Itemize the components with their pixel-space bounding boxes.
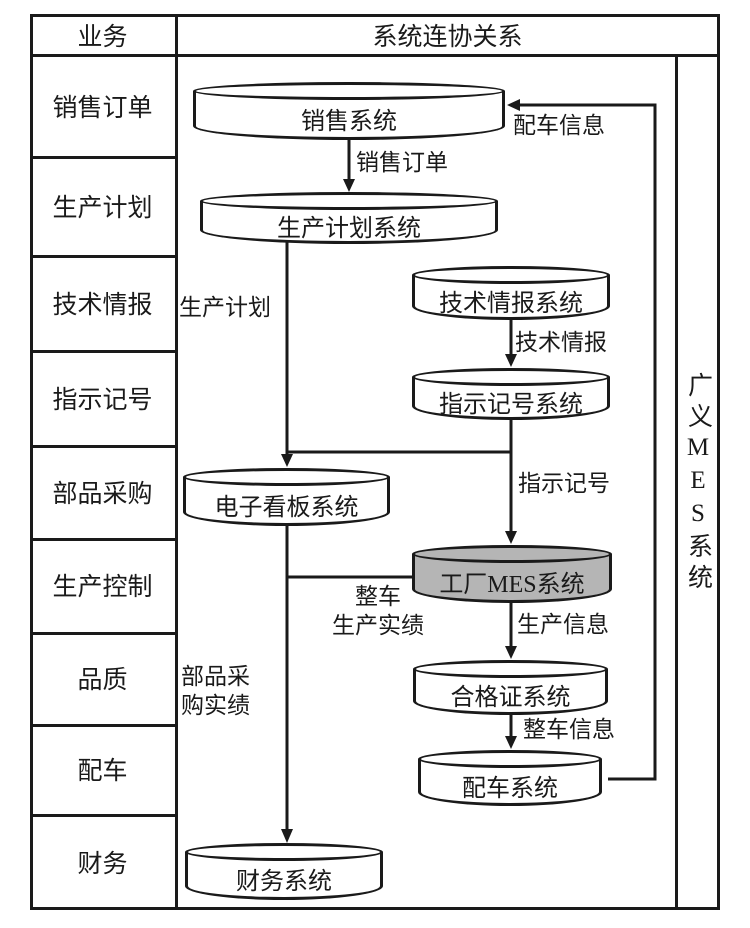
flow-label-tech-info: 技术情报 <box>515 330 607 355</box>
production-plan-system-label: 生产计划系统 <box>277 215 421 242</box>
table-outer-border <box>30 14 720 910</box>
header-system-relations: 系统连协关系 <box>372 24 523 51</box>
flow-label-parts-procurement-results: 部品采 购实绩 <box>181 663 250 721</box>
broad-mes-system-label: 广义MES系统 <box>684 371 712 595</box>
flow-label-vehicle-production-results: 整车 生产实绩 <box>320 583 436 641</box>
flow-label-line: 生产实绩 <box>332 612 424 638</box>
flow-label-production-info: 生产信息 <box>517 612 609 637</box>
broad-mes-system-cell: 广义MES系统 <box>675 56 720 910</box>
row-divider-line <box>30 445 178 448</box>
e-kanban-system-label: 电子看板系统 <box>214 494 359 521</box>
factory-mes-system-label: 工厂MES系统 <box>439 571 585 598</box>
cylinder-top <box>193 82 505 100</box>
cylinder-top <box>418 750 602 768</box>
header-business: 业务 <box>77 24 128 51</box>
certificate-system-label: 合格证系统 <box>450 685 571 711</box>
cylinder-top <box>412 368 610 386</box>
flow-label-production-plan: 生产计划 <box>179 295 271 320</box>
row-label-production-control: 生产控制 <box>52 574 153 601</box>
factory-mes-system-node: 工厂MES系统 <box>412 545 612 603</box>
flow-label-vehicle-alloc-info: 配车信息 <box>513 113 605 138</box>
e-kanban-system-node: 电子看板系统 <box>183 468 390 526</box>
cylinder-top <box>185 843 383 861</box>
certificate-system-node: 合格证系统 <box>413 660 608 715</box>
row-divider-line <box>30 350 178 353</box>
tech-info-system-node: 技术情报系统 <box>412 266 610 320</box>
row-divider-line <box>30 632 178 635</box>
left-column-divider-line <box>175 14 178 910</box>
indication-system-node: 指示记号系统 <box>412 368 610 420</box>
production-plan-system-node: 生产计划系统 <box>200 192 498 244</box>
tech-info-system-label: 技术情报系统 <box>439 290 583 317</box>
finance-system-label: 财务系统 <box>236 869 332 895</box>
header-divider-line <box>30 54 720 57</box>
side-column-divider-line <box>675 56 678 910</box>
flow-label-line: 整车 <box>355 584 401 609</box>
cylinder-body <box>193 91 505 140</box>
sales-system-node: 销售系统 <box>193 82 505 140</box>
vehicle-alloc-system-node: 配车系统 <box>418 750 602 806</box>
flow-label-line: 部品采 <box>181 664 250 689</box>
row-label-tech-info: 技术情报 <box>52 291 153 319</box>
row-label-indication-mark: 指示记号 <box>52 386 153 414</box>
row-label-production-plan: 生产计划 <box>52 194 153 222</box>
cylinder-top <box>412 266 610 284</box>
flow-label-indication: 指示记号 <box>518 471 610 496</box>
cylinder-top <box>412 545 612 563</box>
row-divider-line <box>30 814 178 817</box>
flow-label-sales-order: 销售订单 <box>356 150 448 175</box>
row-divider-line <box>30 724 178 727</box>
row-label-vehicle-allocation: 配车 <box>77 758 128 785</box>
flow-label-vehicle-info: 整车信息 <box>523 717 615 742</box>
sales-system-label: 销售系统 <box>301 108 397 135</box>
cylinder-top <box>200 192 498 210</box>
cylinder-top <box>413 660 608 678</box>
row-label-parts-purchase: 部品采购 <box>52 480 153 508</box>
cylinder-top <box>183 468 390 486</box>
indication-system-label: 指示记号系统 <box>439 391 583 418</box>
flow-label-line: 购实绩 <box>181 692 250 718</box>
row-label-sales-order: 销售订单 <box>52 95 153 122</box>
row-divider-line <box>30 156 178 159</box>
row-divider-line <box>30 255 178 258</box>
row-label-quality: 品质 <box>77 667 128 694</box>
vehicle-alloc-system-label: 配车系统 <box>462 775 558 802</box>
finance-system-node: 财务系统 <box>185 843 383 900</box>
row-divider-line <box>30 538 178 541</box>
row-label-finance: 财务 <box>77 851 128 878</box>
